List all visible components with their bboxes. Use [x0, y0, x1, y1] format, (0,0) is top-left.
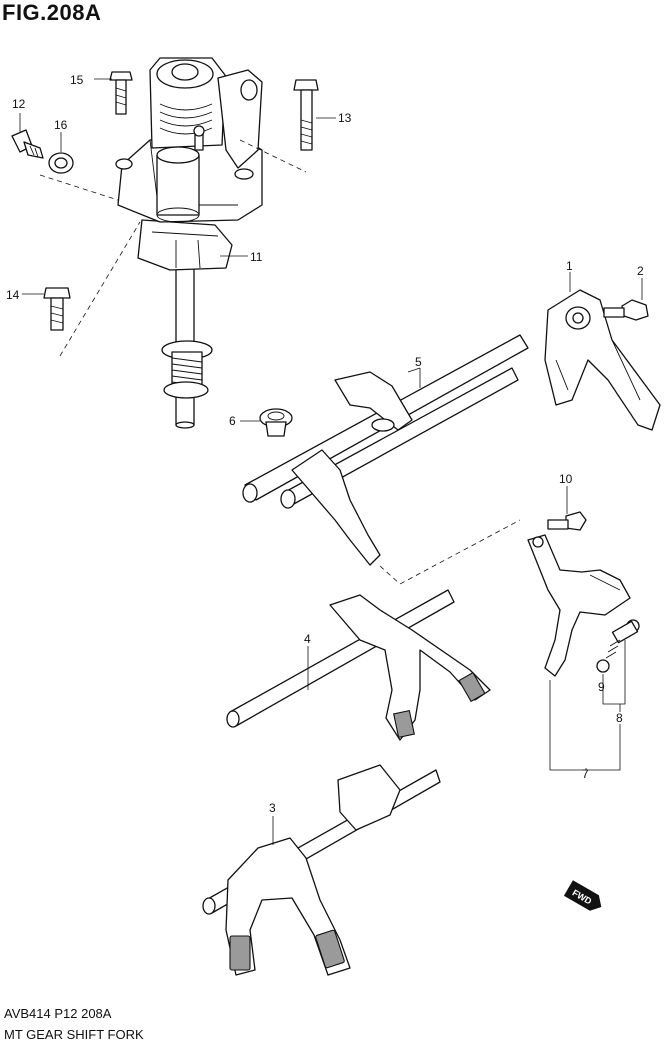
bolt-13 [293, 79, 319, 151]
callout-5: 5 [415, 355, 422, 369]
callout-6: 6 [229, 414, 236, 428]
shift-lever-7 [527, 534, 631, 677]
spring-8 [605, 619, 640, 659]
callout-13: 13 [338, 111, 352, 125]
callout-8: 8 [616, 711, 623, 725]
fwd-direction-badge: FWD [563, 880, 602, 911]
callout-11: 11 [250, 250, 263, 264]
callout-10: 10 [559, 472, 573, 486]
plug-6 [259, 408, 293, 437]
callout-4: 4 [304, 632, 311, 646]
diagram-description: MT GEAR SHIFT FORK [4, 1027, 144, 1042]
callout-14: 14 [6, 288, 20, 302]
bolt-10 [547, 511, 587, 531]
plug-bolt-12 [11, 129, 44, 159]
callout-15: 15 [70, 73, 84, 87]
ball-9 [596, 659, 610, 673]
callout-1: 1 [566, 259, 573, 273]
callout-16: 16 [54, 118, 68, 132]
bolt-14 [43, 287, 71, 331]
callout-3: 3 [269, 801, 276, 815]
gear-shift-lever-housing [115, 57, 263, 429]
callout-7: 7 [582, 767, 589, 781]
bolt-15 [109, 71, 133, 115]
shift-fork-1 [544, 289, 661, 431]
leader-lines [19, 78, 643, 845]
bolt-2 [603, 299, 649, 321]
shift-fork-3 [202, 764, 441, 976]
callout-2: 2 [637, 264, 644, 278]
shift-shaft-4 [226, 589, 491, 741]
diagram-code: AVB414 P12 208A [4, 1006, 112, 1021]
shift-shaft-5 [242, 334, 529, 566]
callout-12: 12 [12, 97, 26, 111]
washer-16 [48, 152, 74, 174]
callout-9: 9 [598, 680, 605, 694]
figure-title: FIG.208A [2, 0, 102, 25]
